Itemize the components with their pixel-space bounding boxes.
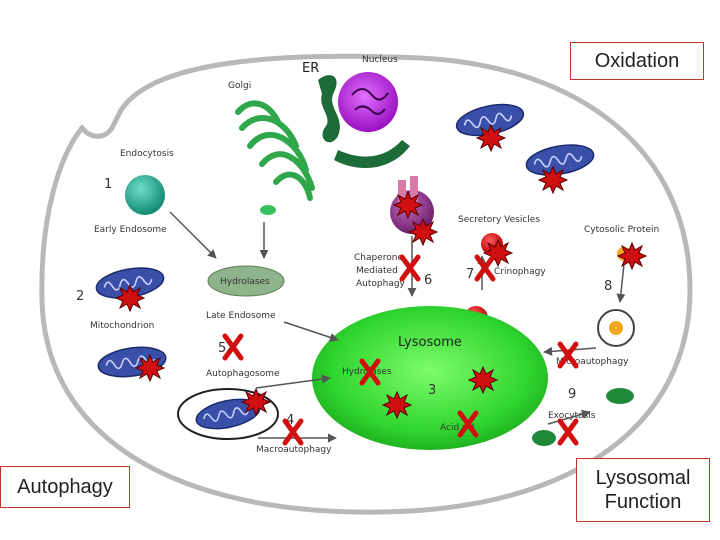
autophagy-callout-text: Autophagy bbox=[17, 476, 113, 498]
golgi-vesicle bbox=[260, 205, 276, 215]
er-label: ER bbox=[302, 61, 319, 76]
oxidation-callout-text: Oxidation bbox=[594, 50, 680, 72]
step-2-number: 2 bbox=[76, 289, 84, 304]
secretory-vesicles-label: Secretory Vesicles bbox=[458, 215, 540, 225]
microautophagy-cargo bbox=[609, 321, 623, 335]
damage-star bbox=[476, 124, 506, 152]
chaperone-label-line1: Chaperone bbox=[354, 253, 403, 263]
step-1-number: 1 bbox=[104, 177, 112, 192]
nucleus-label: Nucleus bbox=[362, 55, 398, 65]
late-endosome-label: Late Endosome bbox=[206, 311, 276, 321]
step-8-number: 8 bbox=[604, 279, 612, 294]
autophagy-callout: Autophagy bbox=[0, 466, 130, 508]
nucleus-organelle bbox=[338, 72, 398, 132]
lysosomal-callout-line2: Function bbox=[604, 491, 682, 513]
damage-star bbox=[135, 354, 165, 382]
lysosome-label: Lysosome bbox=[398, 335, 462, 350]
damage-star bbox=[382, 391, 412, 419]
microautophagy-label: Microautophagy bbox=[556, 357, 629, 367]
hydrolases-vesicle-label: Hydrolases bbox=[220, 277, 270, 287]
step-4-number: 4 bbox=[286, 413, 294, 428]
crinophagy-label: Crinophagy bbox=[494, 267, 546, 277]
lysosomal-function-callout: Lysosomal Function bbox=[576, 458, 710, 522]
damage-star bbox=[468, 366, 498, 394]
step-9-number: 9 bbox=[568, 387, 576, 402]
damage-star bbox=[408, 218, 438, 246]
golgi-label: Golgi bbox=[228, 81, 251, 91]
damage-star bbox=[393, 191, 423, 219]
exocytosis-vesicle-1 bbox=[606, 388, 634, 404]
oxidation-callout: Oxidation bbox=[570, 42, 704, 80]
damage-star bbox=[538, 166, 568, 194]
chaperone-label-line3: Autophagy bbox=[356, 279, 406, 289]
autophagosome-label: Autophagosome bbox=[206, 369, 280, 379]
early-endosome-label: Early Endosome bbox=[94, 225, 167, 235]
mitochondrion-label: Mitochondrion bbox=[90, 321, 154, 331]
step-5-number: 5 bbox=[218, 341, 226, 356]
lysosomal-callout-line1: Lysosomal bbox=[595, 467, 691, 489]
cytosolic-protein-label: Cytosolic Protein bbox=[584, 225, 659, 235]
acid-ph-label: Acid pH bbox=[440, 423, 475, 433]
exocytosis-vesicle-2 bbox=[532, 430, 556, 446]
chaperone-label-line2: Mediated bbox=[356, 266, 398, 276]
lysosome-organelle bbox=[312, 306, 548, 450]
step-7-number: 7 bbox=[466, 267, 474, 282]
macroautophagy-label: Macroautophagy bbox=[256, 445, 332, 455]
er-organelle bbox=[318, 75, 410, 169]
step-3-number: 3 bbox=[428, 383, 436, 398]
damage-star bbox=[617, 242, 647, 270]
golgi-organelle bbox=[235, 100, 315, 201]
endocytosis-label: Endocytosis bbox=[120, 149, 174, 159]
hydrolases-vesicle bbox=[207, 265, 285, 297]
damage-star bbox=[115, 284, 145, 312]
early-endosome bbox=[125, 175, 165, 215]
exocytosis-label: Exocytosis bbox=[548, 411, 596, 421]
damage-star bbox=[241, 388, 271, 416]
step-6-number: 6 bbox=[424, 273, 432, 288]
